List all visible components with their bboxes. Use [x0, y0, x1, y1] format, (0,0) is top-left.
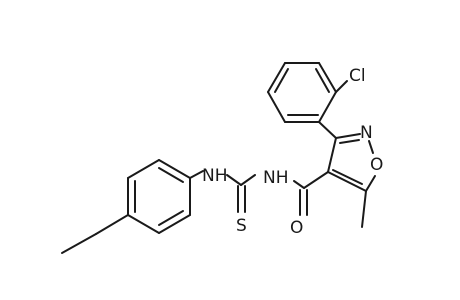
bond [335, 80, 348, 93]
benzene-ring-right [267, 62, 337, 123]
nh-left-label: NH [202, 166, 228, 186]
nh-right-label: NH [263, 168, 289, 188]
carbonyl-oxygen-label: O [290, 218, 303, 238]
ring-oxygen-label: O [370, 155, 383, 175]
bond [303, 171, 329, 189]
chlorine-label: Cl [349, 66, 366, 86]
bond [61, 233, 97, 254]
thione-sulfur-label: S [236, 216, 247, 236]
benzene-ring-left [127, 159, 191, 234]
bond [361, 190, 367, 228]
bond [240, 174, 256, 186]
bond [293, 180, 305, 189]
bond [318, 121, 337, 139]
bond [226, 174, 242, 186]
bond [189, 170, 204, 179]
isoxazole-ring [327, 133, 376, 192]
bond [95, 214, 129, 235]
ring-nitrogen-label: N [360, 123, 373, 143]
